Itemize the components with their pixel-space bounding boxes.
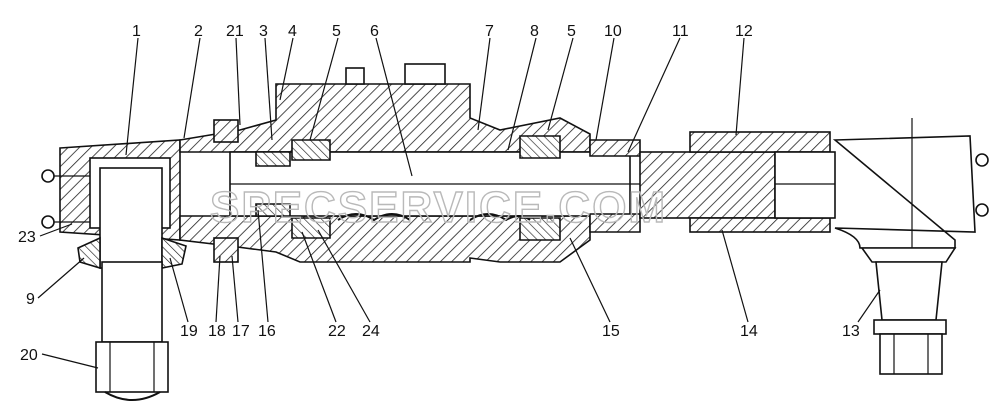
- callout-labels: 1 2 21 3 4 5 6 7 8 5 10 11 12 23 9 19 18…: [18, 23, 860, 364]
- callout-9: 9: [26, 291, 35, 308]
- callout-12: 12: [735, 23, 753, 40]
- left-tie-rod-end: [41, 139, 187, 401]
- callout-15: 15: [602, 323, 620, 340]
- right-tie-rod-end: [832, 118, 989, 375]
- callout-19: 19: [180, 323, 198, 340]
- callout-18: 18: [208, 323, 226, 340]
- callout-1: 1: [132, 23, 141, 40]
- callout-7: 7: [485, 23, 494, 40]
- callout-11: 11: [672, 23, 689, 40]
- leader-lines: [37, 37, 881, 369]
- callout-24: 24: [362, 323, 380, 340]
- callout-4: 4: [288, 23, 297, 40]
- callout-20: 20: [20, 347, 38, 364]
- callout-2: 2: [194, 23, 203, 40]
- cylinder-housing: [179, 63, 591, 263]
- callout-17: 17: [232, 323, 250, 340]
- callout-6: 6: [370, 23, 379, 40]
- callout-8: 8: [530, 23, 539, 40]
- callout-21: 21: [226, 23, 244, 40]
- rod-tube: [589, 131, 836, 233]
- piston-and-rod: [229, 135, 700, 241]
- watermark-text: SPECSERVICE.COM: [210, 183, 667, 232]
- callout-14: 14: [740, 323, 758, 340]
- callout-23: 23: [18, 229, 36, 246]
- callout-13: 13: [842, 323, 860, 340]
- callout-5-left: 5: [332, 23, 341, 40]
- callout-16: 16: [258, 323, 276, 340]
- callout-5-right: 5: [567, 23, 576, 40]
- callout-3: 3: [259, 23, 268, 40]
- callout-10: 10: [604, 23, 622, 40]
- callout-22: 22: [328, 323, 346, 340]
